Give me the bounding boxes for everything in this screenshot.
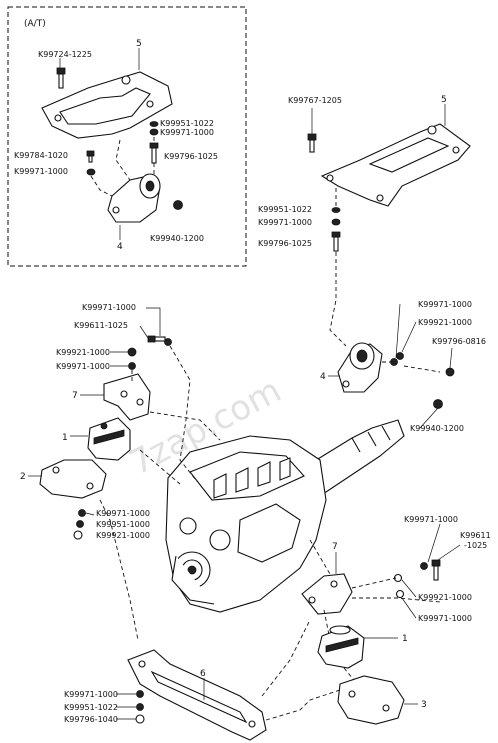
bolt-k99784 <box>86 150 95 163</box>
callout-1-left: 1 <box>62 433 68 443</box>
callout-7-right: 7 <box>332 542 338 552</box>
pn-k99951-1022-bottom: K99951-1022 <box>64 703 118 712</box>
pn-k99796-1025-inset: K99796-1025 <box>164 152 218 161</box>
pn-k99971-1000-right-b: K99971-1000 <box>404 515 458 524</box>
pn-k99971-1000-left-b: K99971-1000 <box>56 362 110 371</box>
pn-k99971-1000-bottom: K99971-1000 <box>64 690 118 699</box>
callout-5-inset: 5 <box>136 39 142 49</box>
nut-k99971-right <box>331 218 341 226</box>
callout-7-left: 7 <box>72 391 78 401</box>
pn-k99921-1000-left-b: K99921-1000 <box>96 531 150 540</box>
bolt-k99724 <box>56 67 66 89</box>
bolt-k99796-0816 <box>445 367 455 377</box>
inset-title: (A/T) <box>24 19 46 29</box>
callout-5: 5 <box>441 95 447 105</box>
nut-k99971-left-3 <box>78 509 86 517</box>
mount-4 <box>337 342 383 393</box>
mount-1-left <box>87 417 131 461</box>
bolt-k99611-right <box>431 559 441 581</box>
pn-k99796-0816: K99796-0816 <box>432 337 486 346</box>
pn-k99784-1020: K99784-1020 <box>14 151 68 160</box>
pn-k99767-1205: K99767-1205 <box>288 96 342 105</box>
bracket-7-right <box>301 573 353 615</box>
bracket-7-left <box>103 373 151 421</box>
crossmember-5 <box>320 123 471 207</box>
pn-k99611-1026-left: K99611-1025 <box>74 321 128 330</box>
bolt-k99796-inset <box>149 142 159 164</box>
pn-k99971-1000-right: K99971-1000 <box>258 218 312 227</box>
nut-k99940-inset <box>173 200 183 210</box>
pn-k99796-1040: K99796-1040 <box>64 715 118 724</box>
pn-k99951-1000-left: K99951-1000 <box>96 520 150 529</box>
callout-2: 2 <box>20 472 26 482</box>
pn-k99611-right: K99611 <box>460 531 491 540</box>
washer-k99951-inset <box>149 121 159 127</box>
pn-k99921-1000-right-b: K99921-1000 <box>418 593 472 602</box>
nut-k99921-left-2 <box>73 530 83 540</box>
nut-k99921-left-1 <box>127 347 137 357</box>
callout-3: 3 <box>421 700 427 710</box>
pn-k99971-1000-right-c: K99971-1000 <box>418 614 472 623</box>
mount-4-inset <box>107 173 161 223</box>
nut-k99971-right-4 <box>395 589 405 599</box>
pn-k99796-1025-right: K99796-1025 <box>258 239 312 248</box>
nut-k99971-left-2 <box>128 362 136 370</box>
bracket-3 <box>337 675 405 725</box>
nut-k99971-left-1 <box>164 338 172 346</box>
bracket-2 <box>39 459 107 499</box>
engine-transmission <box>165 419 405 613</box>
pn-k99921-1000-right-a: K99921-1000 <box>418 318 472 327</box>
nut-k99940-right <box>433 399 443 409</box>
at-inset: (A/T) <box>7 6 247 267</box>
pn-k99921-1000-left-a: K99921-1000 <box>56 348 110 357</box>
callout-1-right: 1 <box>402 634 408 644</box>
mount-1-right <box>317 625 365 669</box>
callout-4-inset: 4 <box>117 242 123 252</box>
pn-k99951-1022-right: K99951-1022 <box>258 205 312 214</box>
pn-k99940-1200-inset: K99940-1200 <box>150 234 204 243</box>
nut-k99921-right <box>396 352 404 360</box>
washer-k99951-left <box>76 520 84 528</box>
bolt-k99767 <box>307 133 317 153</box>
callout-6: 6 <box>200 669 206 679</box>
crossmember-5-inset <box>41 71 173 139</box>
nut-k99971-inset-2 <box>86 168 96 176</box>
pn-k99611-right-suffix: -1025 <box>464 541 487 550</box>
crossmember-6 <box>127 649 267 741</box>
bolt-k99796-1040 <box>135 714 145 724</box>
pn-k99971-1000-inset: K99971-1000 <box>160 128 214 137</box>
pn-k99971-1000-left-c: K99971-1000 <box>96 509 150 518</box>
pn-k99971-1000-left-a: K99971-1000 <box>82 303 136 312</box>
washer-k99951-right <box>331 207 341 213</box>
bolt-k99611-left <box>147 335 166 343</box>
pn-k99724-1225: K99724-1225 <box>38 50 92 59</box>
nut-k99971-inset <box>149 128 159 136</box>
inset-frame <box>7 6 247 267</box>
pn-k99940-1200-right: K99940-1200 <box>410 424 464 433</box>
bolt-k99796-right <box>331 231 341 252</box>
pn-k99951-1022-inset: K99951-1022 <box>160 119 214 128</box>
washer-k99951-bottom <box>136 703 144 711</box>
pn-k99971-1000-inset-2: K99971-1000 <box>14 167 68 176</box>
nut-k99971-right-3 <box>420 562 428 570</box>
callout-4: 4 <box>320 372 326 382</box>
pn-k99971-1000-right-a: K99971-1000 <box>418 300 472 309</box>
nut-k99971-bottom <box>136 690 144 698</box>
